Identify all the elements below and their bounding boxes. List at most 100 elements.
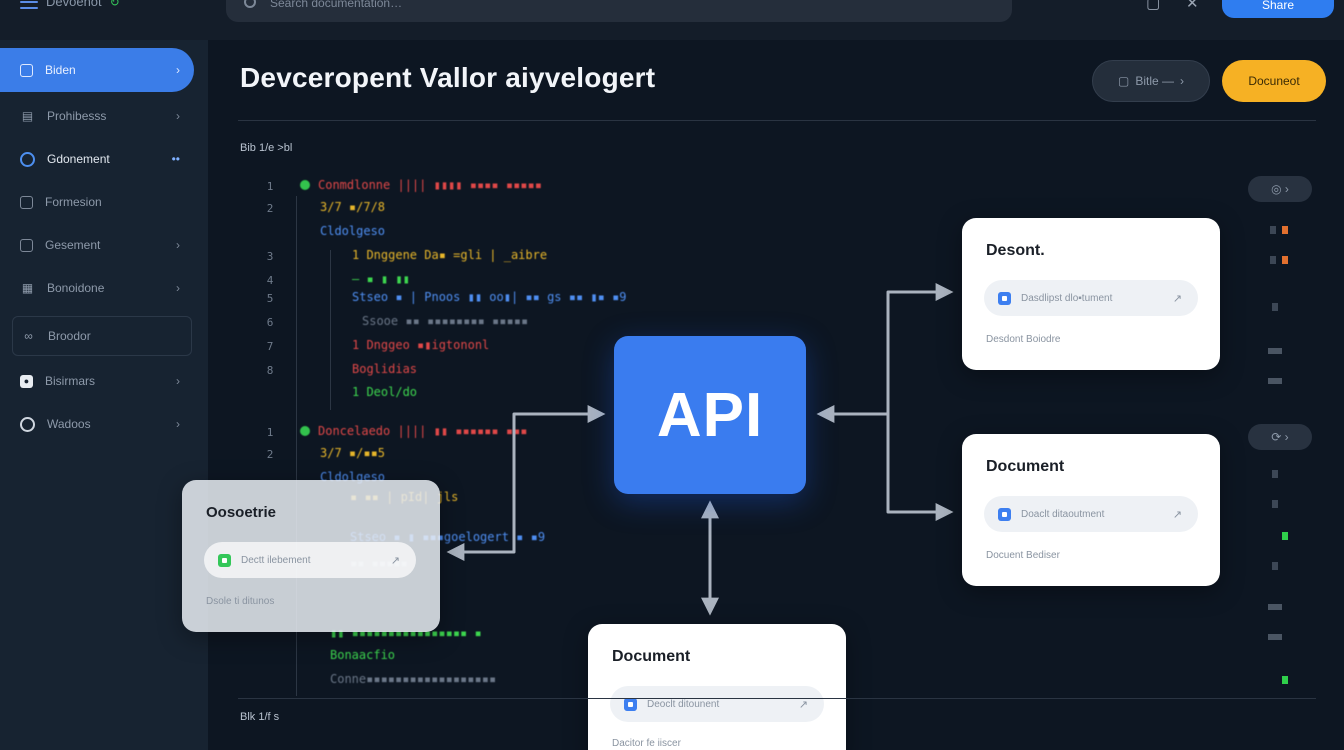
document-icon [218, 553, 231, 567]
arrow-icon: ↗ [1172, 292, 1182, 305]
code-text: Bonaacfio [330, 648, 396, 662]
line-number: 7 [266, 340, 274, 353]
sidebar-item-formesion[interactable]: Formesion [0, 182, 194, 222]
sidebar-item-label: Wadoos [47, 417, 91, 431]
gutter-marker [1282, 256, 1288, 264]
document-icon [998, 507, 1011, 521]
breadcrumb-bottom: Blk 1/f s [240, 711, 280, 723]
circle-icon [20, 151, 35, 167]
window-icon[interactable]: ▢ [1146, 0, 1161, 12]
arrow-icon: ↗ [390, 554, 400, 567]
code-line[interactable]: Bonaacfio [330, 648, 395, 662]
gutter-marker [1282, 532, 1288, 540]
arrow-api-to-card1 [816, 283, 954, 423]
ghost-button-label: Bitle — [1135, 74, 1175, 88]
chevron-right-icon: › [176, 417, 180, 431]
menu-icon[interactable] [20, 0, 38, 9]
code-line[interactable]: 3/7 ▪/▪▪5 [320, 446, 385, 460]
code-text: 1 Dnggene Da▪ =gli | _aibre [352, 248, 548, 262]
sidebar-item-label: Gdonement [47, 152, 110, 166]
link-icon: ∞ [24, 329, 33, 343]
grid-icon [20, 238, 33, 252]
line-number: 8 [266, 364, 274, 377]
card-field[interactable]: Deoclt ditounent ↗ [610, 686, 824, 722]
line-number: 1 [266, 180, 274, 193]
sidebar-item-broodor[interactable]: ∞ Broodor [12, 316, 192, 356]
sidebar-item-label: Gesement [45, 238, 101, 252]
header-divider [238, 120, 1316, 121]
card-field-text: Doaclt ditaoutment [1021, 508, 1105, 520]
line-number: 3 [266, 250, 274, 263]
document-card[interactable]: Oosoetrie Dectt ilebement ↗ Dsole ti dit… [182, 480, 440, 632]
document-card[interactable]: Document Doaclt ditaoutment ↗ Docuent Be… [962, 434, 1220, 586]
sidebar-item-label: Biden [45, 63, 76, 77]
gutter-marker [1272, 470, 1278, 478]
sidebar: Biden › ▤ Prohibesss › Gdonement •• Form… [0, 40, 208, 750]
gutter-marker [1268, 348, 1282, 354]
gutter-marker [1282, 676, 1288, 684]
card-field[interactable]: Dasdlipst dlo▪tument ↗ [984, 280, 1198, 316]
card-field[interactable]: Doaclt ditaoutment ↗ [984, 496, 1198, 532]
share-label: Share [1261, 0, 1295, 12]
share-button[interactable]: Share [1222, 0, 1334, 18]
card-title: Document [986, 458, 1065, 475]
clock-icon [20, 416, 35, 432]
line-number: 2 [266, 202, 274, 215]
code-line[interactable]: Conmdlonne |||| ▮▮▮▮ ▪▪▪▪ ▪▪▪▪▪ [300, 178, 542, 192]
document-card[interactable]: Desont. Dasdlipst dlo▪tument ↗ Desdont B… [962, 218, 1220, 370]
document-card[interactable]: Document Deoclt ditounent ↗ Dacitor fe i… [588, 624, 846, 750]
sidebar-item-label: Bonoidone [47, 281, 105, 295]
code-text: Cldolgeso [320, 224, 386, 238]
footer-divider [238, 698, 1316, 699]
gutter-marker [1268, 378, 1282, 384]
code-line[interactable]: Ssooe ▪▪ ▪▪▪▪▪▪▪▪ ▪▪▪▪▪ [362, 314, 528, 328]
gutter-marker [1270, 256, 1276, 264]
sidebar-item-gesement[interactable]: Gesement › [0, 225, 194, 265]
close-icon[interactable]: ✕ [1186, 0, 1199, 12]
chevron-right-icon: › [176, 374, 180, 388]
code-line[interactable]: — ▪ ▮ ▮▮ [352, 272, 410, 286]
breakpoint-icon[interactable] [300, 180, 310, 190]
code-text: 3/7 ▪/▪▪5 [320, 446, 386, 460]
code-line[interactable]: 1 Deol/do [352, 385, 417, 399]
gutter-marker [1282, 226, 1288, 234]
code-text: 1 Dnggeo ▪▮igtononl [352, 338, 490, 352]
breakpoint-icon[interactable] [300, 426, 310, 436]
code-text: — ▪ ▮ ▮▮ [352, 272, 410, 286]
line-number: 2 [266, 448, 274, 461]
brand-label: Devoenot [46, 0, 102, 9]
chevron-right-icon: › [176, 281, 180, 295]
card-title: Document [612, 648, 691, 665]
document-button[interactable]: Docuneot [1222, 60, 1326, 102]
chevron-right-icon: › [1180, 74, 1185, 88]
arrow-icon: ↗ [798, 698, 808, 711]
code-line[interactable]: 1 Dnggeo ▪▮igtononl [352, 338, 489, 352]
code-text: 1 Deol/do [352, 385, 418, 399]
sidebar-item-biden[interactable]: Biden › [0, 48, 194, 92]
indent-guide [330, 250, 331, 410]
sidebar-item-bonoidone[interactable]: ▦ Bonoidone › [0, 268, 194, 308]
gutter-pill[interactable]: ⟳ › [1248, 424, 1312, 450]
layers-icon: ▤ [21, 109, 34, 123]
brand[interactable]: Devoenot ↻ [20, 0, 120, 9]
gutter-marker [1268, 634, 1282, 640]
search-input[interactable]: Search documentation… [226, 0, 1012, 22]
gutter-pill[interactable]: ◎ › [1248, 176, 1312, 202]
api-node[interactable]: API [614, 336, 806, 494]
code-line[interactable]: 3/7 ▪/7/8 [320, 200, 385, 214]
gutter-marker [1270, 226, 1276, 234]
sidebar-item-wadoos[interactable]: Wadoos › [0, 404, 194, 444]
sidebar-item-prohibesss[interactable]: ▤ Prohibesss › [0, 96, 194, 136]
code-line[interactable]: 1 Dnggene Da▪ =gli | _aibre [352, 248, 547, 262]
code-line[interactable]: Boglidias [352, 362, 417, 376]
card-field[interactable]: Dectt ilebement ↗ [204, 542, 416, 578]
code-line[interactable]: Cldolgeso [320, 224, 385, 238]
arrow-api-to-card2 [886, 414, 954, 521]
sidebar-item-gdonement[interactable]: Gdonement •• [0, 139, 194, 179]
ghost-button[interactable]: ▢ Bitle — › [1092, 60, 1210, 102]
card-title: Oosoetrie [206, 504, 277, 521]
sidebar-item-bisirmars[interactable]: ● Bisirmars › [0, 361, 194, 401]
code-line[interactable]: Conne▪▪▪▪▪▪▪▪▪▪▪▪▪▪▪▪▪▪ [330, 672, 496, 686]
code-line[interactable]: Stseo ▪ | Pnoos ▮▮ oo▮| ▪▪ gs ▪▪ ▮▪ ▪9 [352, 290, 627, 304]
